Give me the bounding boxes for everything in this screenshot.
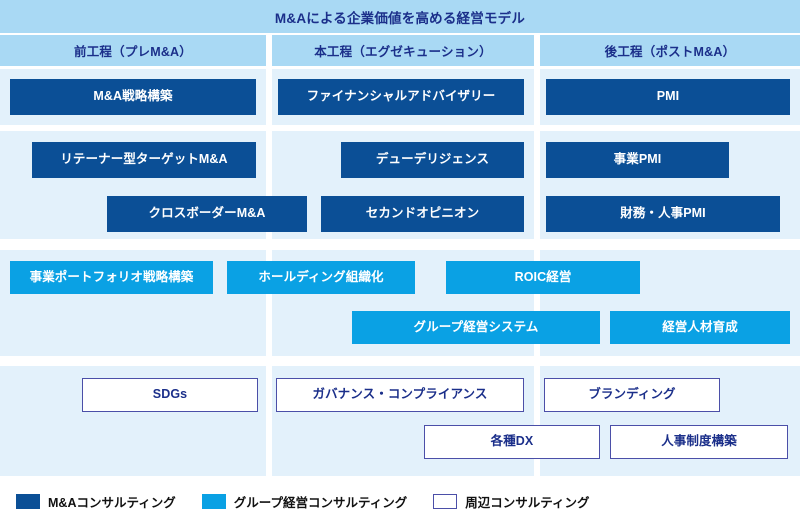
column-divider-right (534, 131, 540, 239)
node-roic-management[interactable]: ROIC経営 (446, 261, 640, 294)
column-header-execution: 本工程（エグゼキューション） (272, 35, 534, 66)
node-label: ブランディング (588, 387, 676, 402)
node-label: デューデリジェンス (375, 152, 490, 167)
column-divider-left (266, 250, 272, 356)
node-branding[interactable]: ブランディング (544, 378, 720, 412)
legend-item-group-management-consulting: グループ経営コンサルティング (201, 492, 408, 511)
legend-label: 周辺コンサルティング (465, 496, 590, 510)
column-divider-right (534, 69, 540, 125)
node-label: 経営人材育成 (662, 319, 738, 334)
legend-item-ma-consulting: M&Aコンサルティング (16, 492, 176, 511)
node-label: クロスボーダーM&A (148, 206, 266, 221)
legend: M&Aコンサルティング グループ経営コンサルティング 周辺コンサルティング (0, 483, 800, 520)
node-label: 財務・人事PMI (620, 206, 706, 221)
legend-swatch-icon (201, 494, 226, 509)
node-business-portfolio-strategy[interactable]: 事業ポートフォリオ戦略構築 (10, 261, 213, 294)
node-pmi[interactable]: PMI (546, 79, 790, 115)
node-label: ROIC経営 (514, 269, 572, 284)
node-holding-structure[interactable]: ホールディング組織化 (227, 261, 415, 294)
column-divider-left (266, 366, 272, 476)
page-title: M&Aによる企業価値を高める経営モデル (274, 10, 526, 26)
node-label: 各種DX (490, 434, 534, 449)
node-label: セカンドオピニオン (365, 206, 480, 221)
node-label: ガバナンス・コンプライアンス (312, 387, 488, 402)
node-finance-hr-pmi[interactable]: 財務・人事PMI (546, 196, 780, 232)
column-divider-left (266, 131, 272, 239)
column-header-label: 後工程（ポストM&A） (604, 45, 736, 59)
node-various-dx[interactable]: 各種DX (424, 425, 600, 459)
node-financial-advisory[interactable]: ファイナンシャルアドバイザリー (278, 79, 524, 115)
node-label: 人事制度構築 (661, 434, 737, 449)
node-hr-system-design[interactable]: 人事制度構築 (610, 425, 788, 459)
node-label: リテーナー型ターゲットM&A (60, 152, 228, 167)
node-second-opinion[interactable]: セカンドオピニオン (321, 196, 524, 232)
diagram-title-bar: M&Aによる企業価値を高める経営モデル (0, 0, 800, 33)
column-divider-right (534, 250, 540, 356)
node-group-management-system[interactable]: グループ経営システム (352, 311, 600, 344)
node-sdgs[interactable]: SDGs (82, 378, 258, 412)
node-label: ファイナンシャルアドバイザリー (306, 89, 496, 104)
node-retainer-target-ma[interactable]: リテーナー型ターゲットM&A (32, 142, 256, 178)
node-management-talent-development[interactable]: 経営人材育成 (610, 311, 790, 344)
legend-item-peripheral-consulting: 周辺コンサルティング (433, 492, 590, 511)
node-label: 事業PMI (613, 152, 662, 167)
legend-label: M&Aコンサルティング (48, 496, 176, 510)
node-label: グループ経営システム (413, 319, 539, 334)
column-header-post-ma: 後工程（ポストM&A） (540, 35, 800, 66)
node-label: ホールディング組織化 (258, 269, 384, 284)
column-header-label: 本工程（エグゼキューション） (314, 45, 492, 59)
legend-swatch-icon (433, 494, 458, 509)
node-due-diligence[interactable]: デューデリジェンス (341, 142, 524, 178)
node-governance-compliance[interactable]: ガバナンス・コンプライアンス (276, 378, 524, 412)
node-label: PMI (656, 89, 680, 104)
node-cross-border-ma[interactable]: クロスボーダーM&A (107, 196, 307, 232)
node-business-pmi[interactable]: 事業PMI (546, 142, 729, 178)
column-header-label: 前工程（プレM&A） (74, 45, 192, 59)
node-label: 事業ポートフォリオ戦略構築 (29, 269, 194, 284)
legend-swatch-icon (16, 494, 40, 509)
legend-label: グループ経営コンサルティング (233, 496, 408, 510)
node-ma-strategy[interactable]: M&A戦略構築 (10, 79, 256, 115)
node-label: SDGs (152, 387, 188, 402)
column-divider-right (534, 366, 540, 476)
column-header-pre-ma: 前工程（プレM&A） (0, 35, 266, 66)
column-divider-left (266, 69, 272, 125)
node-label: M&A戦略構築 (93, 89, 173, 104)
